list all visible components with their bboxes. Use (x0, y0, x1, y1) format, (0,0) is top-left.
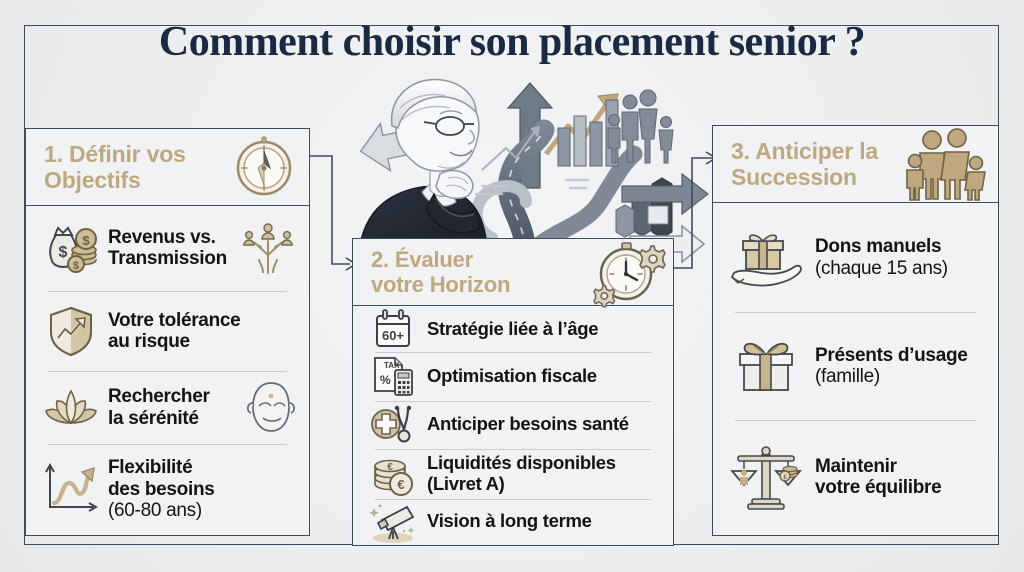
svg-text:€: € (397, 477, 404, 492)
step-1-header: 1. Définir vos Objectifs (25, 128, 310, 206)
euro-coins-stack-icon: € € (367, 451, 419, 497)
family-tree-icon (239, 219, 297, 277)
step-3-header: 3. Anticiper la Succession (712, 125, 999, 203)
step-3-column: 3. Anticiper la Succession (712, 125, 999, 536)
svg-text:$: $ (73, 260, 79, 272)
serene-face-icon (243, 379, 297, 437)
list-item-label: Flexibilité des besoins (60-80 ans) (108, 457, 215, 522)
list-item[interactable]: € € Liquidités disponibles (Livret A) (353, 448, 673, 499)
step-1-column: 1. Définir vos Objectifs (25, 128, 310, 536)
compass-icon (229, 132, 299, 202)
list-item-label: Liquidités disponibles (Livret A) (427, 451, 616, 494)
list-item[interactable]: € Maintenir votre équilibre (713, 419, 998, 535)
svg-text:TAX: TAX (384, 361, 400, 370)
calendar-60plus-icon: 60+ (367, 308, 419, 350)
senior-thinking-illustration (330, 68, 712, 275)
svg-text:%: % (380, 373, 391, 387)
list-item-label: Revenus vs. Transmission (108, 226, 227, 270)
list-item[interactable]: $ $ $ Revenus vs. Transmission (26, 206, 309, 291)
arrow-right-upper (621, 172, 709, 216)
list-item-label: Optimisation fiscale (427, 364, 597, 386)
step-3-items: Dons manuels (chaque 15 ans) Présents d’… (712, 203, 999, 536)
step-1-title: 1. Définir vos Objectifs (44, 140, 186, 193)
svg-text:€: € (387, 462, 393, 473)
lotus-flower-icon (40, 385, 102, 431)
list-item[interactable]: Vision à long terme (353, 498, 673, 545)
family-figures-icon (607, 89, 674, 164)
list-item[interactable]: 60+ Stratégie liée à l’âge (353, 306, 673, 352)
list-item[interactable]: Flexibilité des besoins (60-80 ans) (26, 443, 309, 535)
list-item[interactable]: Dons manuels (chaque 15 ans) (713, 203, 998, 312)
gear-icon (639, 245, 666, 273)
list-item-label: Votre tolérance au risque (108, 309, 241, 352)
step-2-column: 2. Évaluer votre Horizon (352, 238, 674, 546)
list-item-label: Maintenir votre équilibre (815, 455, 942, 499)
svg-text:$: $ (82, 233, 90, 248)
step-2-items: 60+ Stratégie liée à l’âge TAX % (352, 306, 674, 546)
step-3-title: 3. Anticiper la Succession (731, 137, 878, 190)
list-item-label: Stratégie liée à l’âge (427, 317, 599, 339)
svg-text:$: $ (59, 244, 68, 261)
money-bag-coins-icon: $ $ $ (40, 219, 102, 277)
step-2-title: 2. Évaluer votre Horizon (371, 246, 511, 297)
page-title: Comment choisir son placement senior ? (158, 19, 866, 65)
list-item[interactable]: Rechercher la sérénité (26, 371, 309, 444)
list-item-label: Anticiper besoins santé (427, 413, 629, 435)
glasses-icon (423, 116, 474, 136)
stopwatch-gears-icon (593, 237, 666, 308)
list-item[interactable]: Présents d’usage (famille) (713, 312, 998, 419)
growth-chart-arrow-icon (40, 462, 102, 517)
svg-text:€: € (783, 475, 787, 481)
svg-text:60+: 60+ (382, 328, 404, 343)
hand-on-chin (435, 169, 474, 200)
list-item[interactable]: Anticiper besoins santé (353, 400, 673, 449)
list-item-label: Dons manuels (chaque 15 ans) (815, 236, 948, 279)
list-item-label: Rechercher la sérénité (108, 386, 210, 429)
list-item[interactable]: TAX % Optimisation fiscale (353, 352, 673, 400)
gift-box-ribbon-icon (727, 336, 805, 396)
shield-growth-icon (40, 304, 102, 358)
gear-icon-small (593, 285, 616, 308)
telescope-icon (367, 501, 419, 543)
gift-in-hand-icon (727, 227, 805, 289)
health-stethoscope-icon (367, 403, 419, 447)
list-item-label: Présents d’usage (famille) (815, 344, 968, 387)
tax-calculator-icon: TAX % (367, 354, 419, 398)
family-group-icon (902, 128, 988, 201)
list-item-label: Vision à long terme (427, 510, 592, 532)
arrow-thin-rising (481, 129, 537, 171)
list-item[interactable]: Votre tolérance au risque (26, 290, 309, 372)
balance-scale-icon: € (727, 443, 805, 511)
step-1-items: $ $ $ Revenus vs. Transmission (25, 206, 310, 536)
step-2-header: 2. Évaluer votre Horizon (352, 237, 674, 308)
